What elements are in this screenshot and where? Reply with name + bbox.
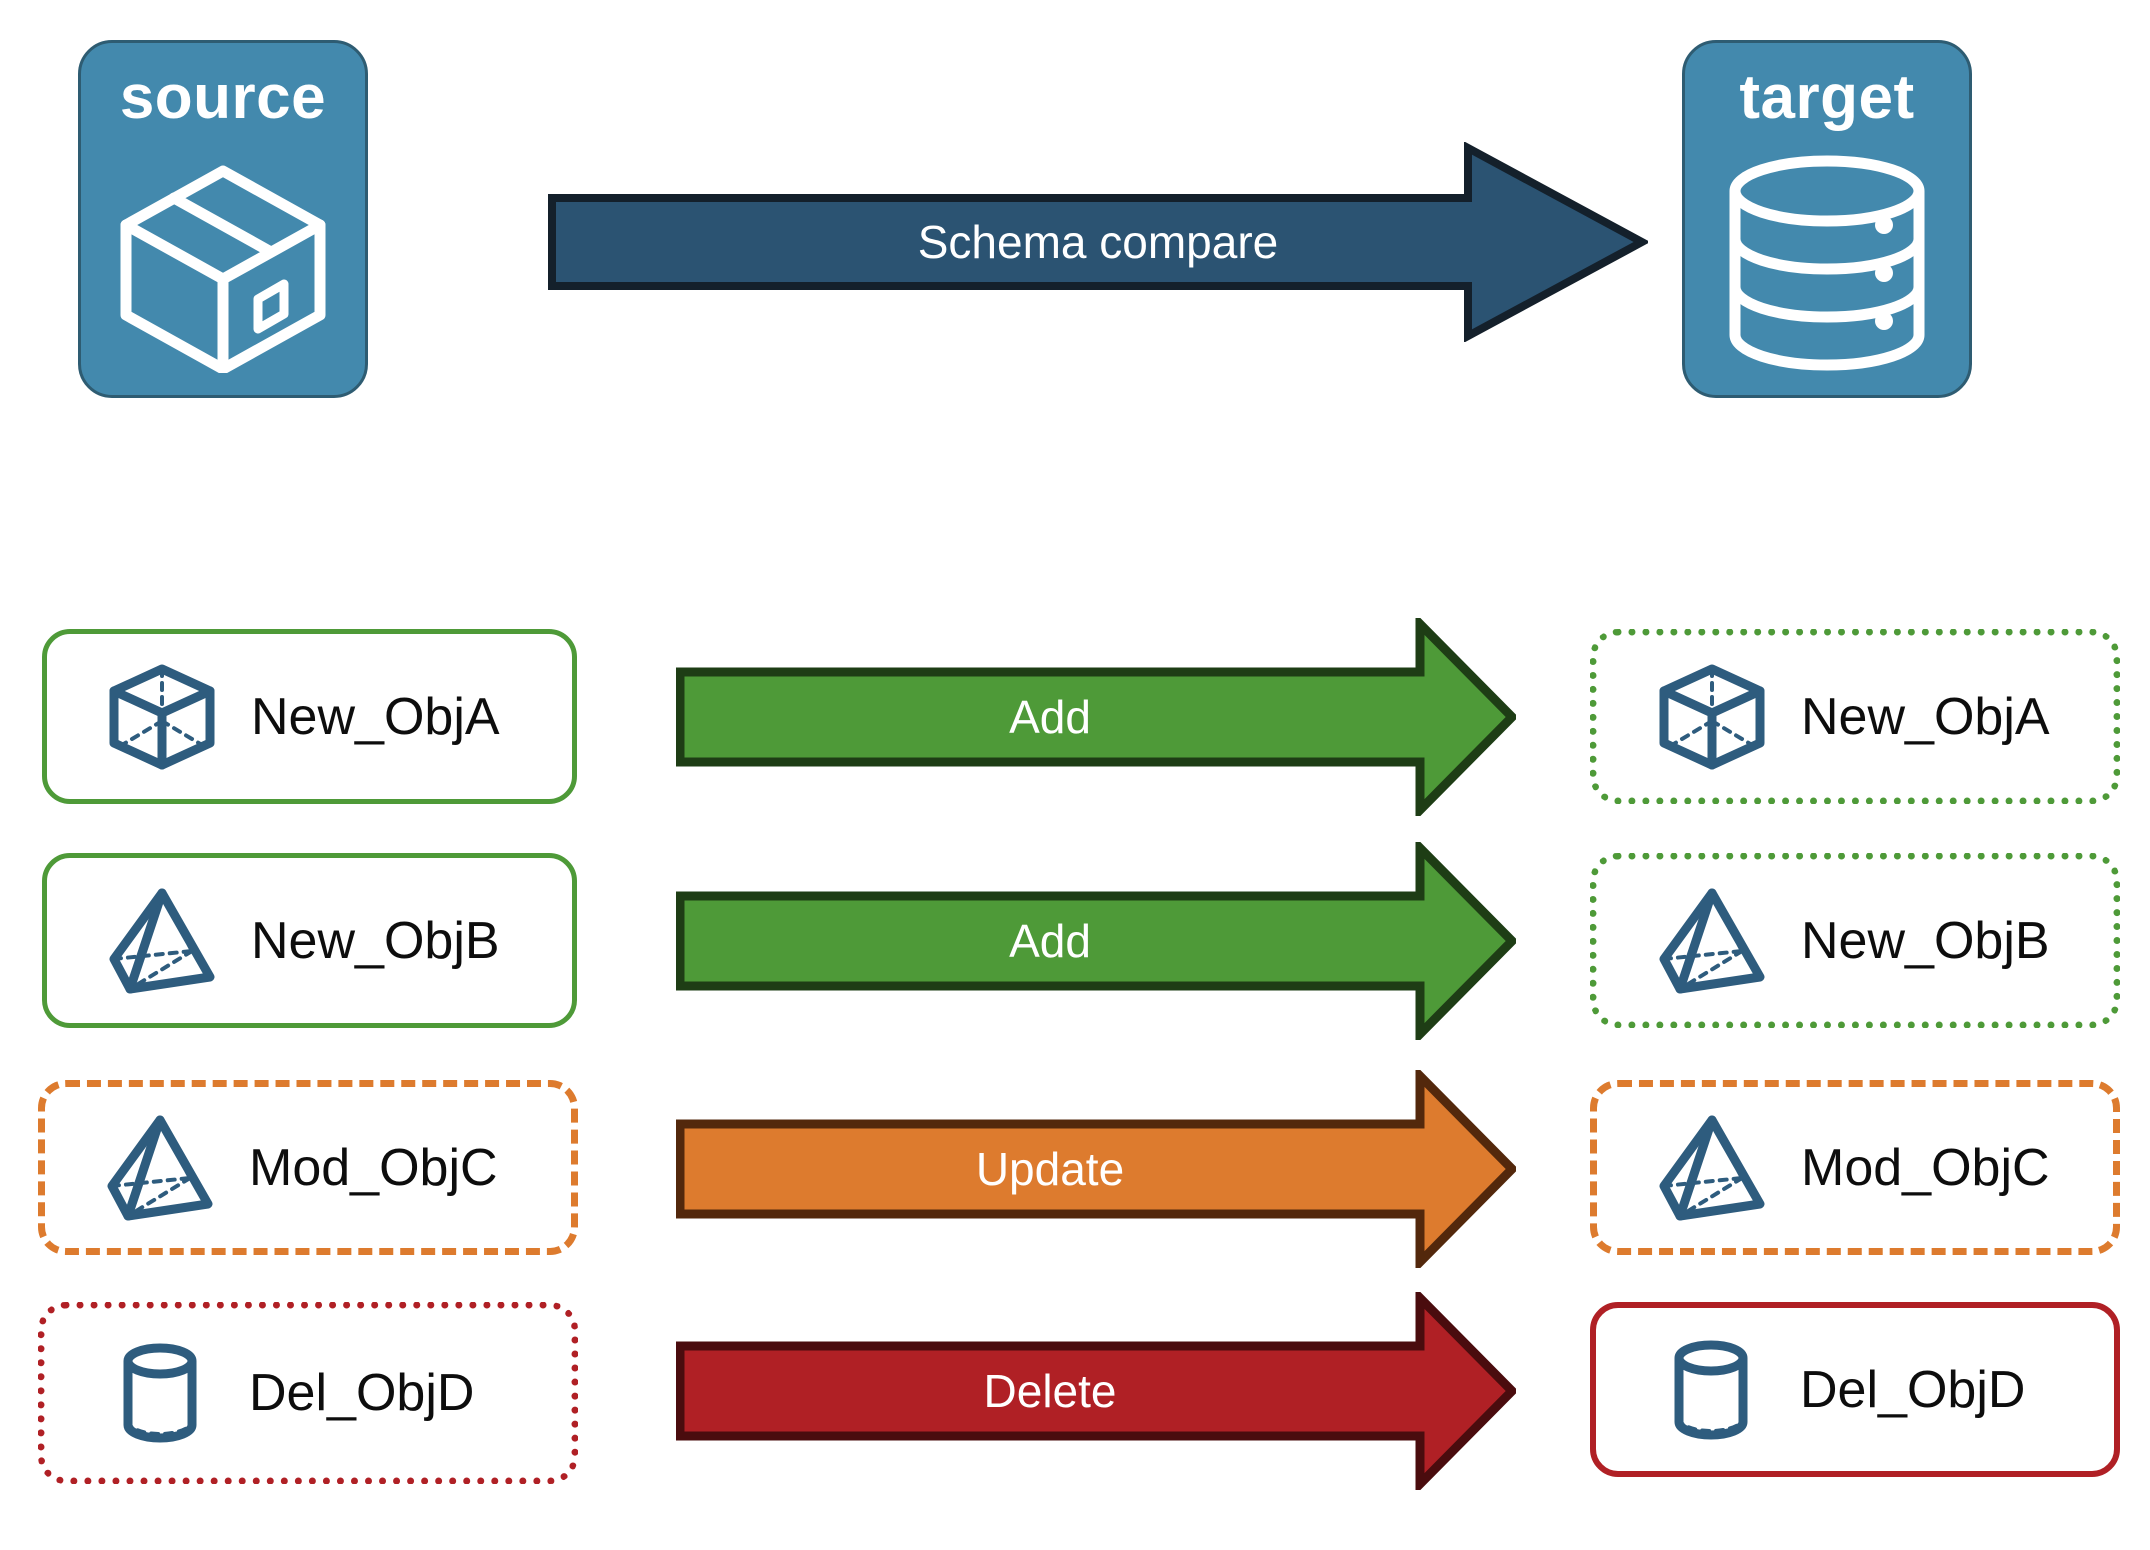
target-endpoint-card: target [1682,40,1972,398]
target-object-chip[interactable]: New_ObjA [1590,629,2120,804]
target-object-chip[interactable]: Del_ObjD [1590,1302,2120,1477]
wireframe-pyramid-icon [103,882,221,1000]
right-arrow-icon [675,1065,1519,1273]
source-object-chip[interactable]: New_ObjB [42,853,577,1028]
target-title: target [1739,63,1915,132]
source-object-name: New_ObjA [251,687,500,746]
target-object-name: Del_ObjD [1800,1360,2026,1419]
schema-compare-arrow: Schema compare [548,141,1651,343]
wireframe-cylinder-icon [1652,1331,1770,1449]
source-endpoint-card: source [78,40,368,398]
wireframe-cube-icon [1653,658,1771,776]
action-arrow-add-2: Add [675,837,1519,1045]
target-object-name: New_ObjB [1801,911,2050,970]
source-object-chip[interactable]: Del_ObjD [38,1302,578,1484]
right-arrow-icon [548,141,1651,343]
action-arrow-delete: Delete [675,1287,1519,1495]
right-arrow-icon [675,1287,1519,1495]
source-object-name: Mod_ObjC [249,1138,498,1197]
wireframe-cylinder-icon [101,1334,219,1452]
target-object-chip[interactable]: New_ObjB [1590,853,2120,1028]
action-arrow-update: Update [675,1065,1519,1273]
wireframe-cube-icon [103,658,221,776]
target-object-chip[interactable]: Mod_ObjC [1590,1080,2120,1255]
right-arrow-icon [675,613,1519,821]
target-object-name: Mod_ObjC [1801,1138,2050,1197]
wireframe-pyramid-icon [1653,1109,1771,1227]
source-object-chip[interactable]: New_ObjA [42,629,577,804]
source-object-chip[interactable]: Mod_ObjC [38,1080,578,1255]
package-box-icon [81,130,365,395]
action-arrow-add-1: Add [675,613,1519,821]
database-cylinder-icon [1685,130,1969,395]
wireframe-pyramid-icon [1653,882,1771,1000]
source-object-name: Del_ObjD [249,1364,475,1422]
source-title: source [119,63,327,132]
right-arrow-icon [675,837,1519,1045]
wireframe-pyramid-icon [101,1109,219,1227]
source-object-name: New_ObjB [251,911,500,970]
target-object-name: New_ObjA [1801,687,2050,746]
